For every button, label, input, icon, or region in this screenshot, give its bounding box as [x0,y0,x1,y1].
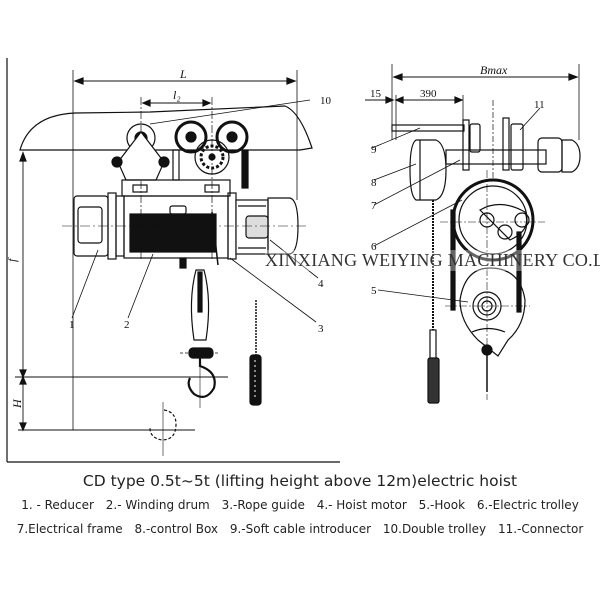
parts-legend-line-1: 1. - Reducer 2.- Winding drum 3.-Rope gu… [0,498,600,512]
front-view [6,58,340,463]
wheel-plate [462,119,470,171]
hook-block [190,269,210,341]
leader-line [373,159,461,206]
trolley-shaft [445,149,547,165]
legend-item-hoist-motor: 4.- Hoist motor [316,498,407,512]
gear-hole [514,212,530,228]
legend-item-control-box: 8.-control Box [134,522,219,536]
lowered-hook [149,409,177,441]
dimension-label-H: H [10,398,24,409]
trolley-wheel-side [469,123,481,153]
bolt-block [132,184,148,193]
callout-8: 8 [371,177,377,189]
motor-box [245,215,269,239]
trolley-gear [194,139,230,175]
wheel-hub [226,131,238,143]
wheel-plate [502,117,510,171]
leader-line [269,239,319,279]
reducer-cover [77,206,103,244]
drawing-labels: L l₂ Bmax 15 390 f H 1 2 3 4 5 6 7 8 9 1… [5,63,545,409]
control-box [409,139,447,201]
side-roller [158,156,170,168]
dimension-label-15: 15 [370,88,382,100]
leader-line [519,107,541,131]
legend-item-double-trolley: 10.Double trolley [382,522,487,536]
arrowheads [385,96,464,104]
leader-line [229,257,317,323]
pendant-control [427,357,440,404]
cable-introducer-arm [391,124,465,132]
dimension-label-L: L [179,67,187,81]
leader-line [149,99,311,125]
hook-block-side [459,267,526,357]
wheel-hub [185,131,197,143]
legend-item-hook: 5.-Hook [418,498,466,512]
hoist-top-frame [121,179,231,197]
gear-teeth [199,144,225,170]
legend-item-connector: 11.-Connector [497,522,584,536]
connector [510,123,524,171]
rope [197,271,203,313]
arrowheads [19,369,27,432]
leader-line [127,253,154,319]
dimension-label-l2: l₂ [173,88,181,102]
leader-line [371,127,421,149]
dimension-label-bmax: Bmax [480,63,508,77]
leader-line [377,289,469,303]
bracket [179,257,187,269]
caption-title: CD type 0.5t~5t (lifting height above 12… [82,472,518,490]
callout-2: 2 [124,319,130,331]
trolley-wheel [215,120,249,154]
arrowheads [141,99,212,107]
leader-line [71,249,99,319]
legend-item-soft-cable-introducer: 9.-Soft cable introducer [229,522,372,536]
trolley-motor-end [561,139,581,173]
dimension-label-f: f [5,257,19,262]
callout-6: 6 [371,241,377,253]
rope-guide [211,211,219,266]
side-roller [111,156,123,168]
leader-line [373,163,417,181]
frame-post [172,149,180,181]
trolley-wheel [174,120,208,154]
callout-10: 10 [320,95,332,107]
beam-outline [19,105,313,151]
legend-item-electrical-frame: 7.Electrical frame [16,522,123,536]
callout-9: 9 [371,144,377,156]
legend-item-winding-drum: 2.- Winding drum [105,498,210,512]
arrowheads [73,77,297,85]
callout-1: 1 [69,319,75,331]
trolley-side-plate [117,131,165,181]
gear-hole [497,224,513,240]
arrowheads [392,73,579,81]
company-watermark: XINXIANG WEIYING MACHINERY CO.LTD [265,250,600,271]
winding-drum [129,213,217,253]
callout-3: 3 [318,323,324,335]
callout-4: 4 [318,278,324,290]
pendant-cable-sleeve [429,329,437,361]
trolley-motor [537,137,563,173]
callout-5: 5 [371,285,377,297]
legend-item-rope-guide: 3.-Rope guide [221,498,305,512]
callout-7: 7 [371,200,377,212]
frame-post [241,149,249,189]
callout-11: 11 [534,99,545,111]
side-rail [516,231,522,313]
leader-line [373,199,463,247]
legend-item-electric-trolley: 6.-Electric trolley [476,498,579,512]
side-rail [450,209,456,311]
arrowhead [19,151,27,162]
drum-window [169,205,187,215]
side-view [365,64,581,404]
gear-hub [208,153,216,161]
bolt-block [204,184,220,193]
block-arc [471,327,506,333]
hook [187,358,216,399]
legend-item-reducer: 1. - Reducer [21,498,94,512]
dimension-label-390: 390 [420,88,437,100]
hoist-technical-drawing: L l₂ Bmax 15 390 f H 1 2 3 4 5 6 7 8 9 1… [5,58,581,463]
parts-legend-line-2: 7.Electrical frame 8.-control Box 9.-Sof… [0,522,600,536]
